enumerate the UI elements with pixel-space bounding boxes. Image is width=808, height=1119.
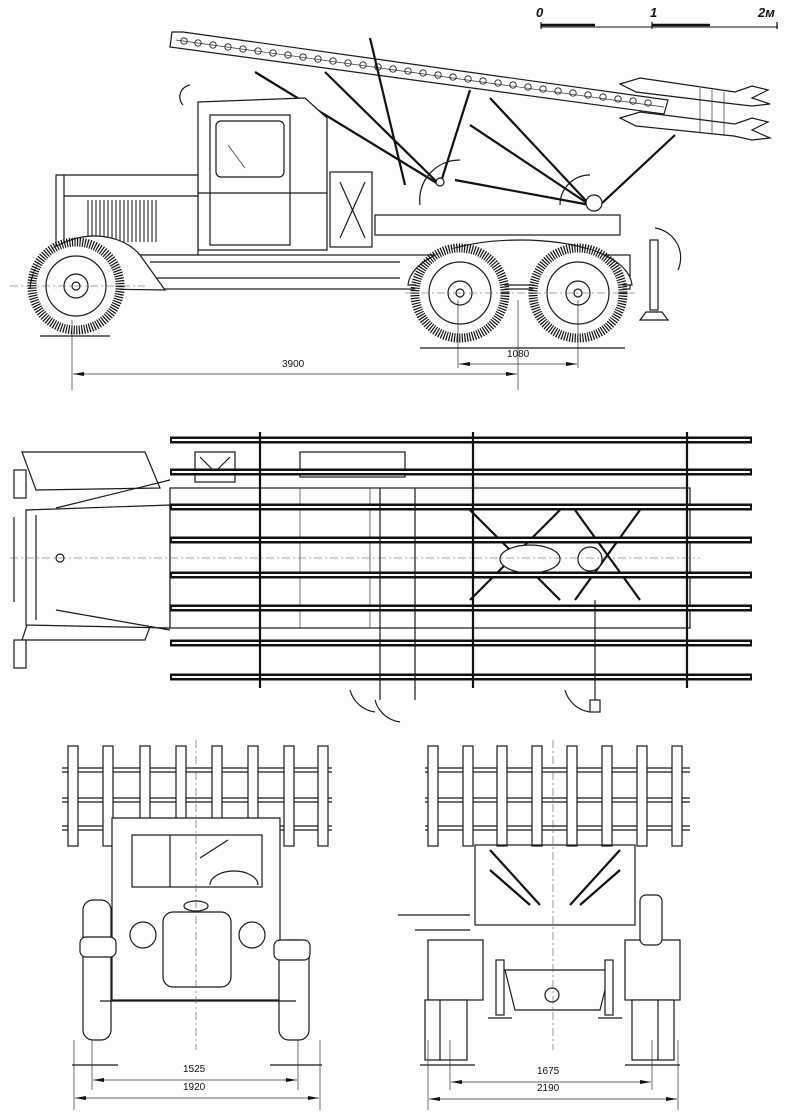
front-view-dimensions [73, 1040, 321, 1110]
dim-front-overall-width: 1920 [183, 1082, 206, 1093]
launcher-rail-beam [169, 31, 669, 115]
rockets [618, 77, 773, 141]
top-view-rails [170, 436, 752, 681]
dim-front-track: 1525 [183, 1064, 206, 1075]
dim-wheelbase: 3900 [282, 359, 305, 370]
side-view [10, 31, 773, 349]
storage-box [329, 171, 373, 248]
top-view [10, 432, 752, 723]
dim-rear-track: 1675 [537, 1066, 560, 1077]
rear-view-rails [425, 745, 690, 847]
scale-bar-graphic [540, 22, 778, 29]
scale-tick-label-2: 2м [758, 5, 775, 20]
truck-cab [179, 84, 328, 251]
dim-rear-overall-width: 2190 [537, 1083, 560, 1094]
scale-tick-label-1: 1 [650, 5, 658, 20]
scale-tick-label-0: 0 [536, 5, 544, 20]
rear-view [398, 740, 690, 1066]
rear-view-dimensions [427, 1040, 679, 1110]
front-view-rails [62, 745, 332, 847]
launcher-struts [254, 37, 676, 212]
dim-bogie-spacing: 1080 [507, 349, 530, 360]
truck-hood [55, 174, 199, 256]
side-view-dimensions [71, 300, 579, 390]
front-view [62, 740, 332, 1066]
